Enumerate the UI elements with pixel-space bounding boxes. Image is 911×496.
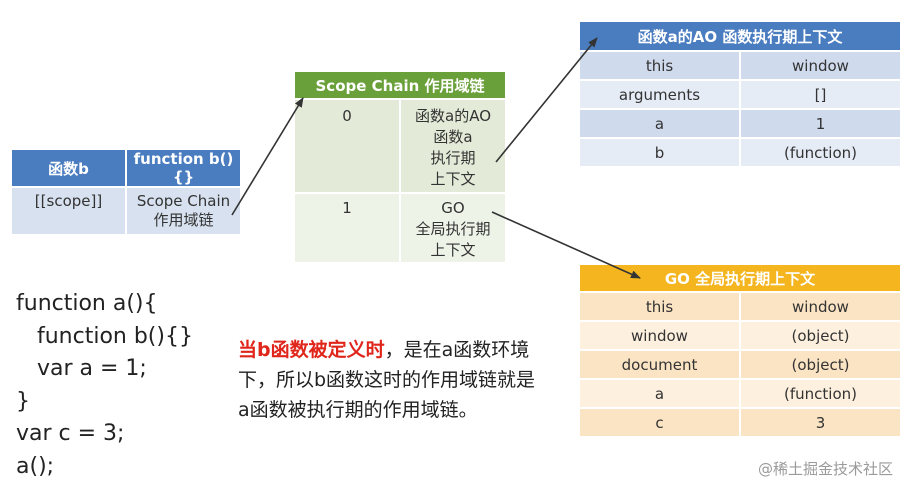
arrow-chain1-to-go (491, 211, 641, 279)
code-line: function b(){} (16, 323, 193, 349)
code-line: } (16, 388, 30, 414)
ao-key: this (578, 50, 741, 81)
go-key: window (578, 320, 741, 351)
function-b-scope-value: Scope Chain 作用域链 (125, 186, 242, 236)
go-value: window (739, 291, 902, 322)
note-text: ，是在a函数环境下，所以b函数这时的作用域链就是a函数被执行期的作用域链。 (238, 339, 536, 421)
go-key: document (578, 349, 741, 380)
scope-chain-index: 0 (293, 98, 401, 194)
ao-value: 1 (739, 108, 902, 139)
go-row: c 3 (578, 407, 902, 438)
code-line: var a = 1; (16, 356, 147, 381)
go-row: this window (578, 291, 902, 322)
function-b-row: [[scope]] Scope Chain 作用域链 (10, 186, 242, 236)
code-line: a(); (16, 453, 55, 479)
watermark: @稀土掘金技术社区 (757, 460, 893, 478)
code-block: function a(){ function b(){} var a = 1; … (16, 288, 193, 483)
ao-row: b (function) (578, 137, 902, 168)
ao-row: arguments [] (578, 79, 902, 110)
function-b-header-name: 函数b (10, 148, 127, 188)
scope-chain-header-title: Scope Chain 作用域链 (293, 70, 507, 100)
scope-chain-index: 1 (293, 192, 401, 264)
go-value: (object) (739, 320, 902, 351)
function-b-header-def: function b(){} (125, 148, 242, 188)
scope-chain-row: 0 函数a的AO 函数a 执行期 上下文 (293, 98, 507, 194)
explanation-note: 当b函数被定义时，是在a函数环境下，所以b函数这时的作用域链就是a函数被执行期的… (238, 335, 538, 425)
scope-chain-table: Scope Chain 作用域链 0 函数a的AO 函数a 执行期 上下文 1 … (293, 70, 507, 264)
scope-chain-entry: 函数a的AO 函数a 执行期 上下文 (399, 98, 507, 194)
arrow-scope-to-chain (231, 97, 304, 216)
go-row: a (function) (578, 378, 902, 409)
arrow-chain0-to-ao (495, 37, 598, 163)
ao-header: 函数a的AO 函数执行期上下文 (578, 20, 902, 52)
go-row: document (object) (578, 349, 902, 380)
go-table: GO 全局执行期上下文 this window window (object) … (578, 263, 902, 438)
ao-key: a (578, 108, 741, 139)
go-value: 3 (739, 407, 902, 438)
scope-chain-header: Scope Chain 作用域链 (293, 70, 507, 100)
go-key: this (578, 291, 741, 322)
scope-chain-row: 1 GO 全局执行期 上下文 (293, 192, 507, 264)
go-header: GO 全局执行期上下文 (578, 263, 902, 293)
go-row: window (object) (578, 320, 902, 351)
ao-value: (function) (739, 137, 902, 168)
ao-row: this window (578, 50, 902, 81)
ao-value: window (739, 50, 902, 81)
go-value: (object) (739, 349, 902, 380)
go-key: a (578, 378, 741, 409)
go-key: c (578, 407, 741, 438)
function-b-scope-key: [[scope]] (10, 186, 127, 236)
scope-chain-entry: GO 全局执行期 上下文 (399, 192, 507, 264)
ao-value: [] (739, 79, 902, 110)
go-value: (function) (739, 378, 902, 409)
note-highlight: 当b函数被定义时 (238, 339, 385, 361)
ao-row: a 1 (578, 108, 902, 139)
go-header-title: GO 全局执行期上下文 (578, 263, 902, 293)
ao-key: b (578, 137, 741, 168)
function-b-header: 函数b function b(){} (10, 148, 242, 188)
code-line: var c = 3; (16, 421, 125, 446)
function-b-table: 函数b function b(){} [[scope]] Scope Chain… (10, 148, 242, 236)
ao-key: arguments (578, 79, 741, 110)
code-line: function a(){ (16, 291, 158, 316)
ao-header-title: 函数a的AO 函数执行期上下文 (578, 20, 902, 52)
ao-table: 函数a的AO 函数执行期上下文 this window arguments []… (578, 20, 902, 168)
